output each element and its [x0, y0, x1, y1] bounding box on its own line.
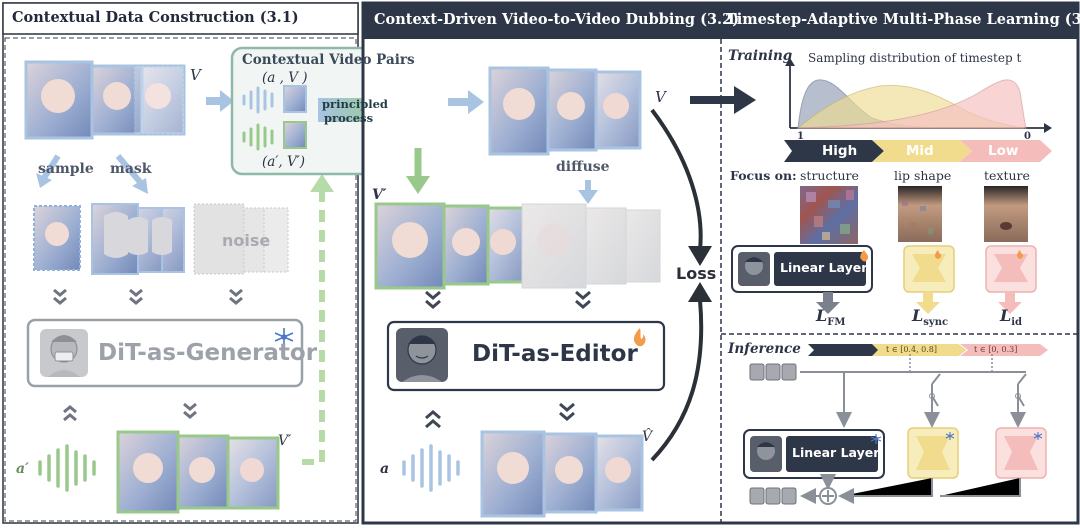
- dist-title: Sampling distribution of timestep t: [808, 51, 1022, 65]
- process-label: process: [324, 111, 374, 125]
- v-hat-label: V̂: [642, 429, 653, 445]
- loss-arrow-from-v-hat: [650, 299, 704, 462]
- loss-arrow-from-v: [650, 108, 703, 251]
- inference-label: Inference: [728, 341, 801, 357]
- masked-frames: [91, 203, 185, 275]
- face-icon-training: [738, 252, 770, 286]
- v-prime-label-left: V′: [278, 433, 292, 449]
- sampled-frame: [33, 205, 81, 271]
- linear-layer-inference: [786, 436, 878, 472]
- loss-id-base: L: [1000, 306, 1012, 325]
- masked-face-icon: [40, 329, 88, 377]
- mask-label: mask: [110, 161, 152, 177]
- principled-label: principled: [322, 97, 388, 111]
- loss-id-sub: id: [1011, 317, 1023, 329]
- audio-wave-icon: [38, 444, 96, 492]
- a-label-middle: a: [380, 461, 390, 477]
- training-label: Training: [728, 48, 793, 64]
- pair-top-label: (a , V ): [262, 70, 308, 86]
- loss-label: Loss: [676, 264, 717, 283]
- low-head-training: [985, 245, 1037, 293]
- phase-mid: [872, 140, 972, 162]
- noise-label: noise: [222, 231, 271, 250]
- phase-mid-label: Mid: [906, 143, 934, 159]
- feedback-arrow: [302, 190, 325, 465]
- distribution-low: [797, 79, 1027, 129]
- focus-lip-label: lip shape: [894, 168, 952, 183]
- focus-lip-image: [898, 186, 942, 242]
- focus-texture-image: [984, 186, 1028, 242]
- loss-fm: LFM: [816, 308, 845, 328]
- pair-thumb-v-prime: [283, 121, 307, 149]
- editor-label: DiT-as-Editor: [472, 341, 638, 367]
- generator-label: DiT-as-Generator: [98, 340, 318, 366]
- video-stack-v-prime-middle: [374, 202, 526, 290]
- loss-sync: Lsync: [912, 308, 948, 328]
- plus-circle-icon: [819, 487, 837, 505]
- v-prime-label-middle: V′: [372, 187, 387, 203]
- flame-icon: [633, 328, 646, 347]
- audio-wave-a: [242, 86, 274, 114]
- phase-high-label: High: [822, 143, 858, 159]
- face-icon: [396, 328, 448, 382]
- noise-frames: [193, 203, 289, 275]
- chevrons-editor-io: [425, 402, 575, 429]
- audio-wave-a-prime: [242, 123, 274, 151]
- dark-header-bar: [363, 3, 1078, 39]
- audio-wave-a-middle: [402, 444, 460, 492]
- loss-sync-sub: sync: [923, 317, 949, 329]
- chevrons-editor-input: [425, 290, 591, 309]
- linear-layer-training: [774, 252, 866, 286]
- face-icon-inference: [750, 436, 782, 472]
- video-stack-v-hat: [480, 430, 644, 518]
- range-mid: t ∈ [0.4, 0.8]: [886, 345, 937, 354]
- low-head-inference: [995, 427, 1047, 479]
- video-stack-v-middle: [488, 66, 642, 156]
- input-tokens: [749, 363, 797, 381]
- video-stack-noisy: [521, 203, 661, 289]
- phase-high: [784, 140, 884, 162]
- section-title-timestep: Timestep-Adaptive Multi-Phase Learning (…: [726, 11, 1080, 28]
- dit-as-editor-box: [386, 320, 666, 392]
- section-title-contextual: Contextual Data Construction (3.1): [12, 9, 299, 26]
- range-low: t ∈ [0, 0.3]: [974, 345, 1018, 354]
- loss-fm-sub: FM: [827, 317, 846, 329]
- focus-on-label: Focus on:: [730, 168, 797, 183]
- focus-structure-label: structure: [800, 168, 859, 183]
- snowflake-icon: [274, 328, 294, 346]
- a-prime-label: a′: [16, 461, 29, 477]
- axis-end: 0: [1024, 131, 1031, 142]
- linear-layer-training-label: Linear Layer: [780, 260, 868, 275]
- chevrons-generator-io: [63, 402, 197, 422]
- phase-low-label: Low: [988, 143, 1019, 159]
- label-v-middle: V: [655, 88, 666, 106]
- focus-texture-label: texture: [984, 168, 1030, 183]
- dit-as-generator-box: [26, 318, 304, 388]
- label-v: V: [190, 66, 201, 84]
- loss-sync-base: L: [912, 306, 924, 325]
- loss-fm-base: L: [816, 306, 828, 325]
- sample-label: sample: [38, 161, 94, 177]
- video-stack-v: [24, 60, 186, 140]
- mid-head-training: [903, 245, 955, 293]
- linear-layer-inference-label: Linear Layer: [792, 445, 880, 460]
- mid-head-inference: [907, 427, 959, 479]
- pair-thumb-v: [283, 85, 307, 113]
- flame-icon-linear: [860, 250, 869, 262]
- pair-bottom-label: (a′, V′): [262, 154, 306, 170]
- output-tokens: [749, 487, 797, 505]
- pairs-title: Contextual Video Pairs: [242, 52, 415, 68]
- chevrons-generator-input: [53, 288, 243, 305]
- loss-id: Lid: [1000, 308, 1022, 328]
- axis-start: 1: [797, 131, 804, 142]
- diffuse-label: diffuse: [556, 159, 610, 175]
- video-stack-v-prime-generated: [116, 430, 280, 514]
- phase-low: [960, 140, 1052, 162]
- section-title-dubbing: Context-Driven Video-to-Video Dubbing (3…: [374, 11, 740, 28]
- snowflake-icon-linear: [870, 434, 882, 444]
